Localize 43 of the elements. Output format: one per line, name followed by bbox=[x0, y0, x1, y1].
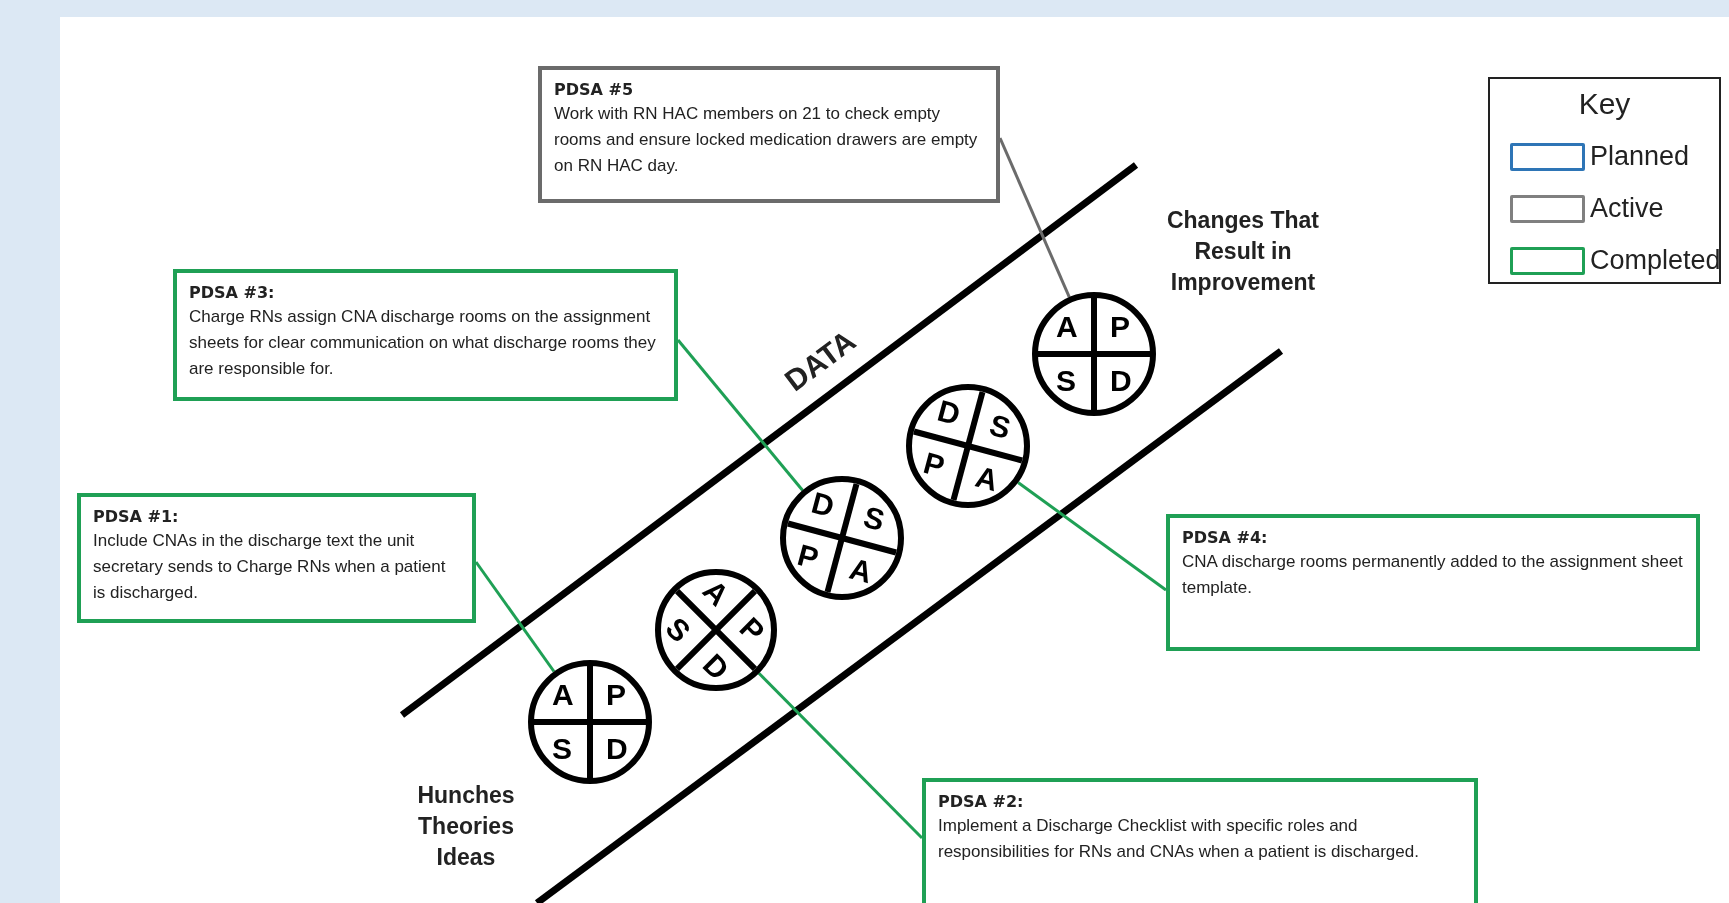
text-box bbox=[173, 269, 678, 401]
quadrant-letter: S bbox=[985, 407, 1014, 446]
key-title: Key bbox=[1577, 87, 1632, 121]
box-text: Work with RN HAC members on 21 to check empty rooms and ensure locked medication drawers are empty on RN HAC day. bbox=[554, 103, 979, 177]
legend-text: Active bbox=[1590, 192, 1664, 225]
quadrant-letter: S bbox=[859, 499, 888, 538]
box-text: CNA discharge rooms permanently added to the assignment sheet template. bbox=[1182, 551, 1684, 599]
quadrant-letter: P bbox=[920, 446, 949, 484]
box-heading: PDSA #5 bbox=[554, 80, 635, 99]
quadrant-letter: D bbox=[807, 485, 838, 525]
quadrant-letter: P bbox=[794, 538, 823, 576]
box-text: Implement a Discharge Checklist with specific roles and responsibilities for RNs and CNAs when a patient is discharged. bbox=[938, 815, 1420, 863]
text-box bbox=[538, 66, 1000, 203]
legend-text: Completed bbox=[1590, 244, 1721, 277]
text-box bbox=[77, 493, 476, 623]
quadrant-letter: A bbox=[845, 551, 876, 591]
quadrant-letter: S bbox=[552, 731, 573, 766]
box-heading: PDSA #4: bbox=[1182, 528, 1269, 547]
quadrant-letter: D bbox=[696, 647, 736, 687]
quadrant-letter: S bbox=[1056, 363, 1077, 398]
quadrant-letter: D bbox=[605, 731, 628, 766]
quadrant-letter: D bbox=[1109, 363, 1132, 398]
outcome-label: Changes That Result in Improvement bbox=[1165, 206, 1321, 297]
quadrant-letter: A bbox=[971, 459, 1002, 499]
box-heading: PDSA #2: bbox=[938, 792, 1025, 811]
box-text: Include CNAs in the discharge text the unit secretary sends to Charge RNs when a patient is discharged. bbox=[93, 530, 447, 604]
quadrant-letter: D bbox=[933, 393, 964, 433]
quadrant-letter: P bbox=[1109, 310, 1130, 345]
quadrant-letter: A bbox=[1056, 310, 1078, 345]
quadrant-letter: P bbox=[605, 678, 626, 713]
box-heading: PDSA #1: bbox=[93, 507, 180, 526]
quadrant-letter: S bbox=[658, 610, 697, 650]
box-text: Charge RNs assign CNA discharge rooms on the assignment sheets for clear communication on what discharge rooms they are responsible for. bbox=[189, 306, 657, 380]
leader-line bbox=[757, 672, 924, 840]
box-heading: PDSA #3: bbox=[189, 283, 276, 302]
leader-line bbox=[1017, 481, 1167, 592]
text-box bbox=[922, 778, 1478, 903]
quadrant-letter: A bbox=[552, 678, 574, 713]
text-box bbox=[1166, 514, 1700, 651]
legend-text: Planned bbox=[1590, 140, 1690, 173]
input-label: Hunches Theories Ideas bbox=[416, 781, 516, 872]
quadrant-letter: P bbox=[733, 610, 772, 650]
quadrant-letter: A bbox=[696, 572, 736, 613]
